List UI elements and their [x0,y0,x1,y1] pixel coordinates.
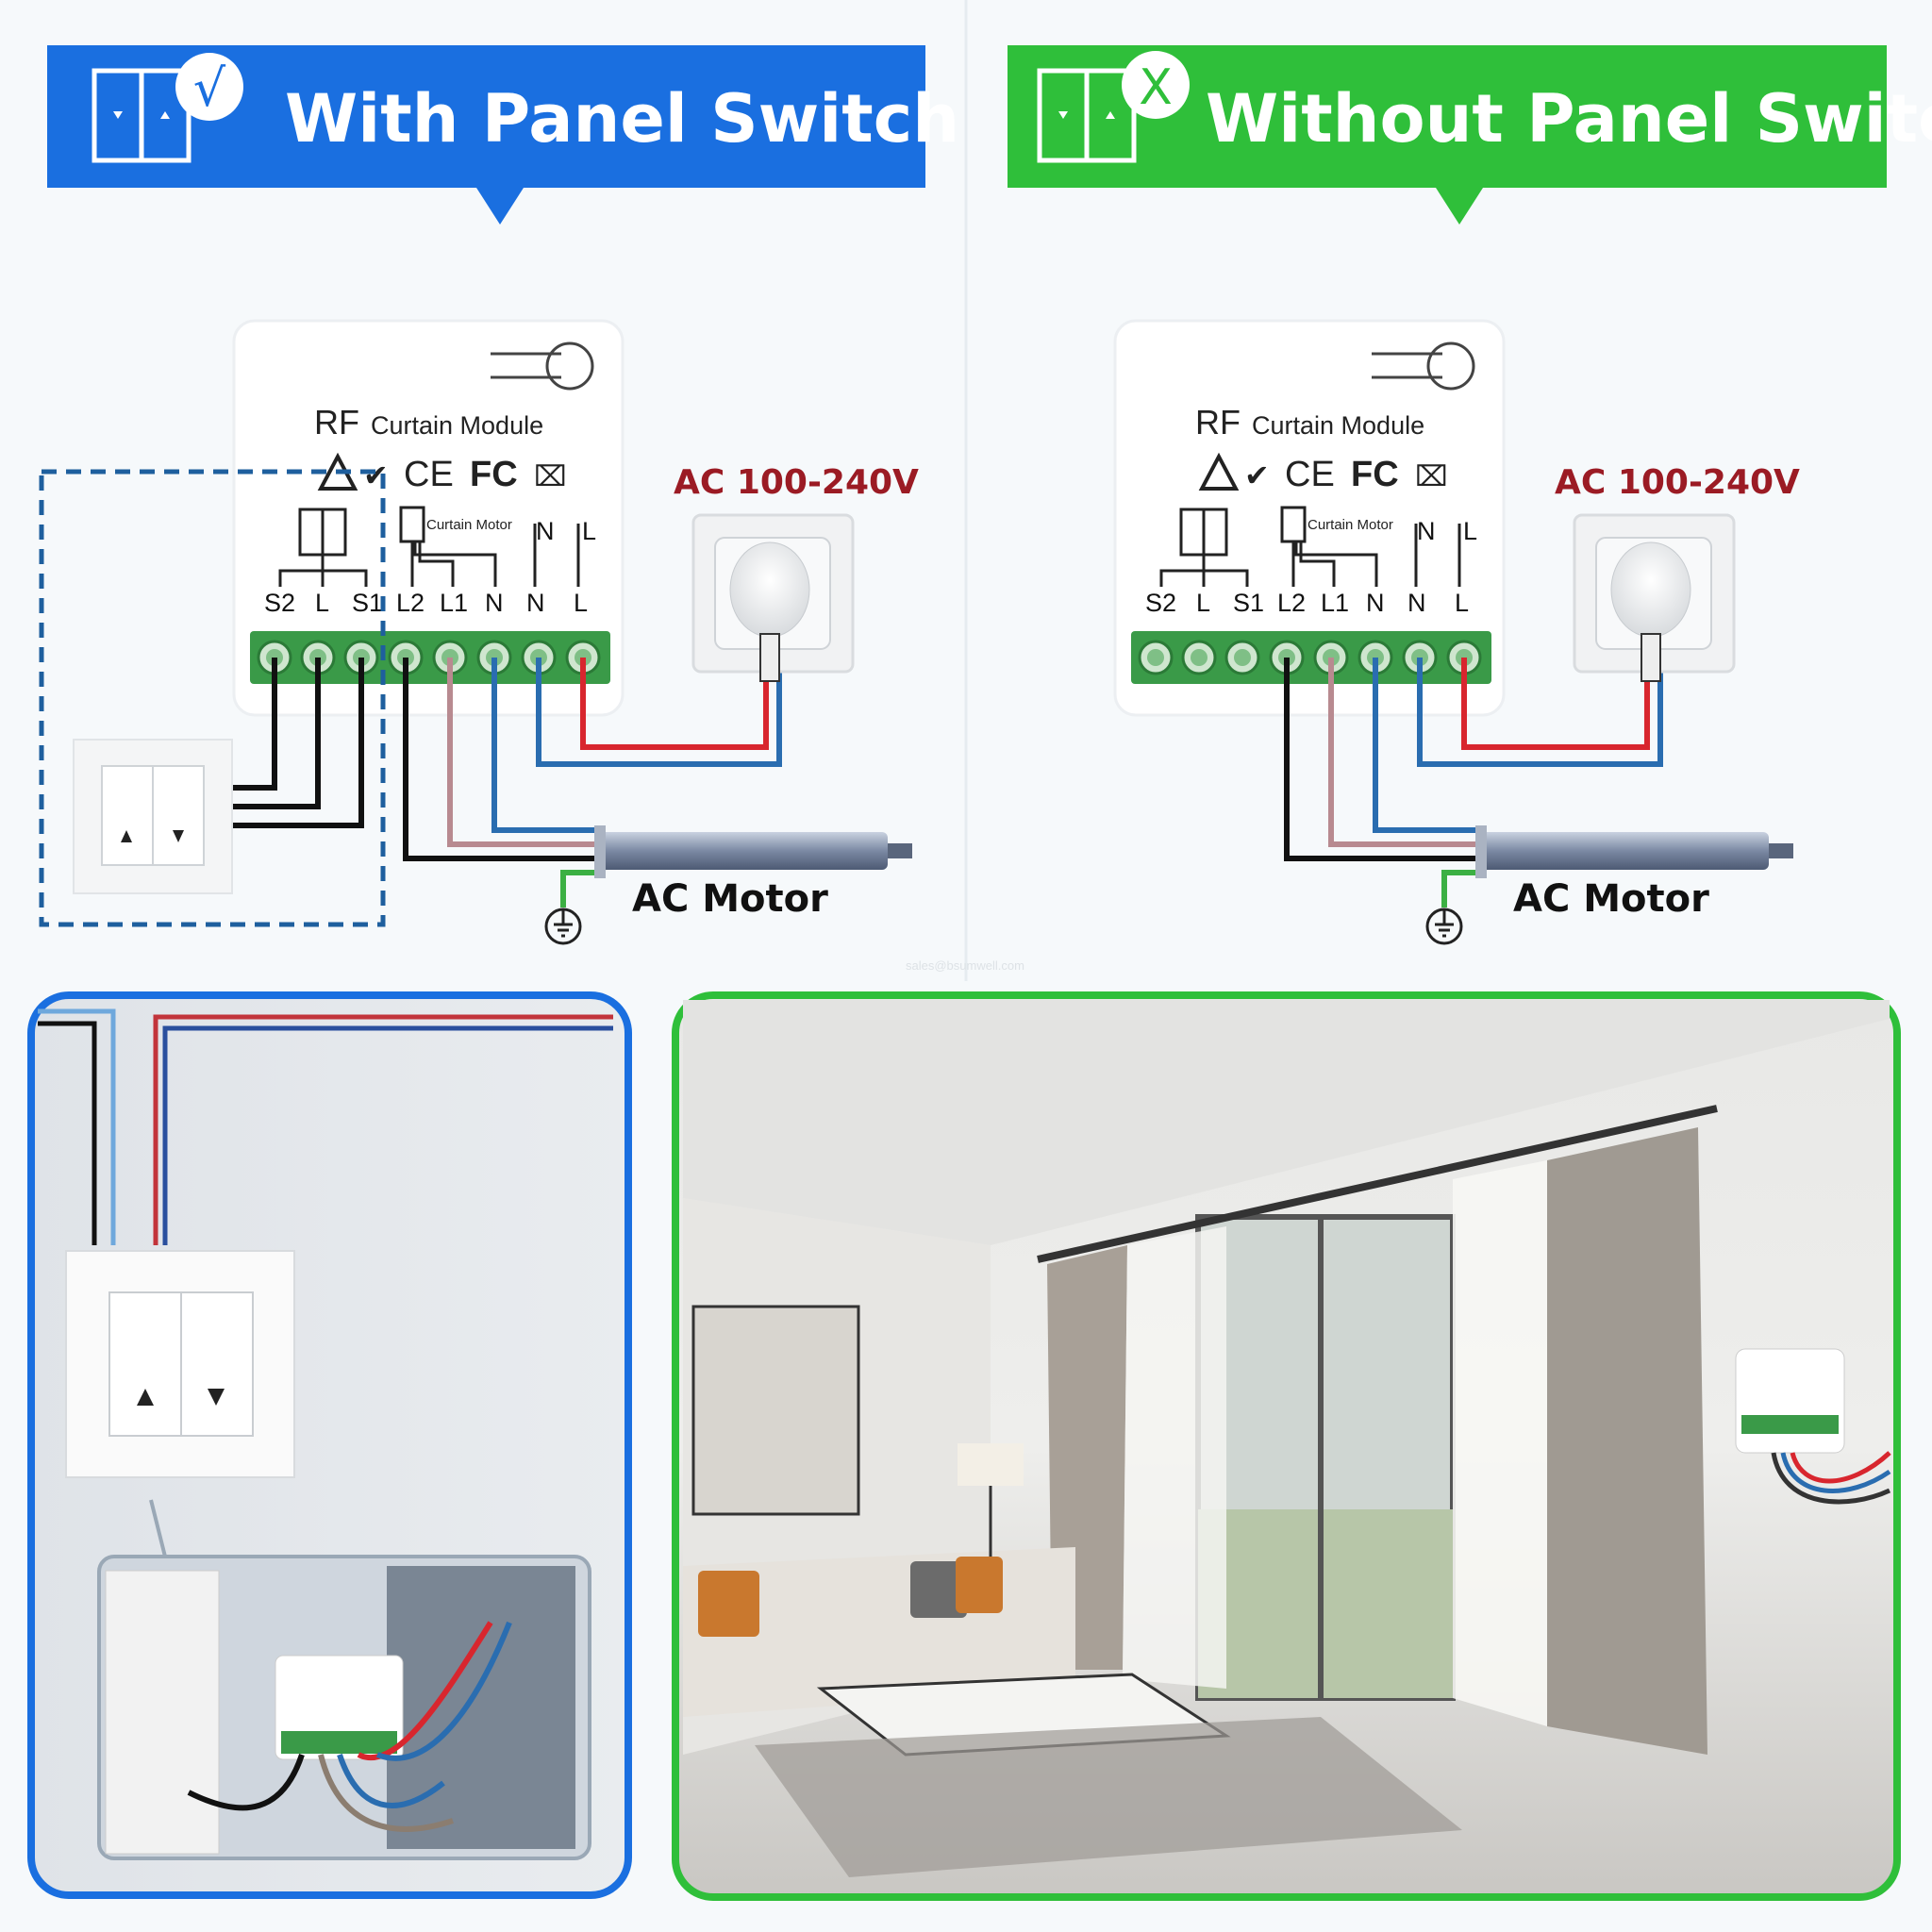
x-icon: X [1122,51,1190,119]
terminal-block [1131,631,1491,684]
photo-wall-switch [65,1250,295,1478]
terminal-label: S2 [1145,589,1176,617]
terminal-labels: S2 L S1 L2 L1 N N L [264,589,588,617]
svg-text:X: X [1139,59,1173,116]
wires [1284,658,1663,908]
terminal-label: L [315,589,329,617]
power-socket [691,513,855,682]
terminal-label: L2 [1277,589,1306,617]
right-wiring-diagram: RF Curtain Module ✔ CE FC ⌧ Curtain Moto… [1113,319,1800,945]
curtain-module [1113,319,1506,717]
ac-motor [1475,825,1793,878]
terminal-label: N [1366,589,1385,617]
header-with-panel-switch: √ With Panel Switch [47,45,959,225]
ce-mark: CE [404,455,454,494]
rohs-check-icon: ✔ [1244,458,1270,492]
panel-switch-icon [92,68,192,163]
power-socket [1573,513,1736,682]
power-label: AC 100-240V [1555,463,1800,502]
ground-icon [544,908,582,945]
module-title: Curtain Module [371,411,543,440]
terminal-label: L [1455,589,1469,617]
terminal-label: S1 [352,589,383,617]
header-title: Without Panel Switch [1206,80,1932,158]
wall-mounted-module [1735,1348,1845,1454]
module-title: Curtain Module [1252,411,1424,440]
wires [232,658,782,908]
curtain-module [232,319,625,717]
weee-icon: ⌧ [534,461,567,492]
power-label: AC 100-240V [674,463,919,502]
top-label-n: N [1417,517,1436,545]
terminal-labels: S2 L S1 L2 L1 N N L [1145,589,1469,617]
top-label-n: N [536,517,555,545]
terminal-label: S2 [264,589,295,617]
terminal-label: L1 [440,589,468,617]
module-title-prefix: RF [1195,403,1241,441]
terminal-block [250,631,610,684]
wall-switch [73,739,233,894]
rug [755,1717,1462,1877]
motor-label: AC Motor [632,877,828,921]
antenna-icon [491,341,594,391]
motor-label: AC Motor [1513,877,1709,921]
warning-icon [1198,452,1240,491]
ac-motor [594,825,912,878]
weee-icon: ⌧ [1415,461,1448,492]
checkmark-icon: √ [175,53,243,121]
terminal-label: L1 [1321,589,1349,617]
terminal-label: L [574,589,588,617]
top-label-l: L [1463,517,1477,545]
svg-text:√: √ [193,58,226,118]
lamp [958,1443,1024,1486]
module-title-prefix: RF [314,403,359,441]
terminal-label: L [1196,589,1210,617]
fcc-mark: FC [1351,455,1399,494]
living-room-photo [672,991,1901,1901]
optional-switch-dashed-box [39,469,386,927]
top-label-l: L [582,517,596,545]
ground-icon [1425,908,1463,945]
motor-symbol-label: Curtain Motor [426,517,512,533]
fcc-mark: FC [470,455,518,494]
installation-photo [27,991,632,1899]
watermark: sales@bsumwell.com [906,958,1024,973]
header-without-panel-switch: X Without Panel Switch [1008,45,1932,225]
terminal-label: L2 [396,589,425,617]
curtain-rod [1037,1105,1718,1263]
terminal-label: N [1407,589,1426,617]
terminal-label: N [526,589,545,617]
up-arrow-icon [121,830,132,842]
down-arrow-icon [173,830,184,842]
ce-mark: CE [1285,455,1335,494]
terminal-label: N [485,589,504,617]
left-wiring-diagram: RF Curtain Module ✔ CE FC ⌧ Curtain Moto… [39,319,919,945]
terminal-label: S1 [1233,589,1264,617]
panel-switch-icon [1037,68,1137,163]
antenna-icon [1372,341,1475,391]
motor-symbol-label: Curtain Motor [1307,517,1393,533]
header-title: With Panel Switch [285,80,959,158]
